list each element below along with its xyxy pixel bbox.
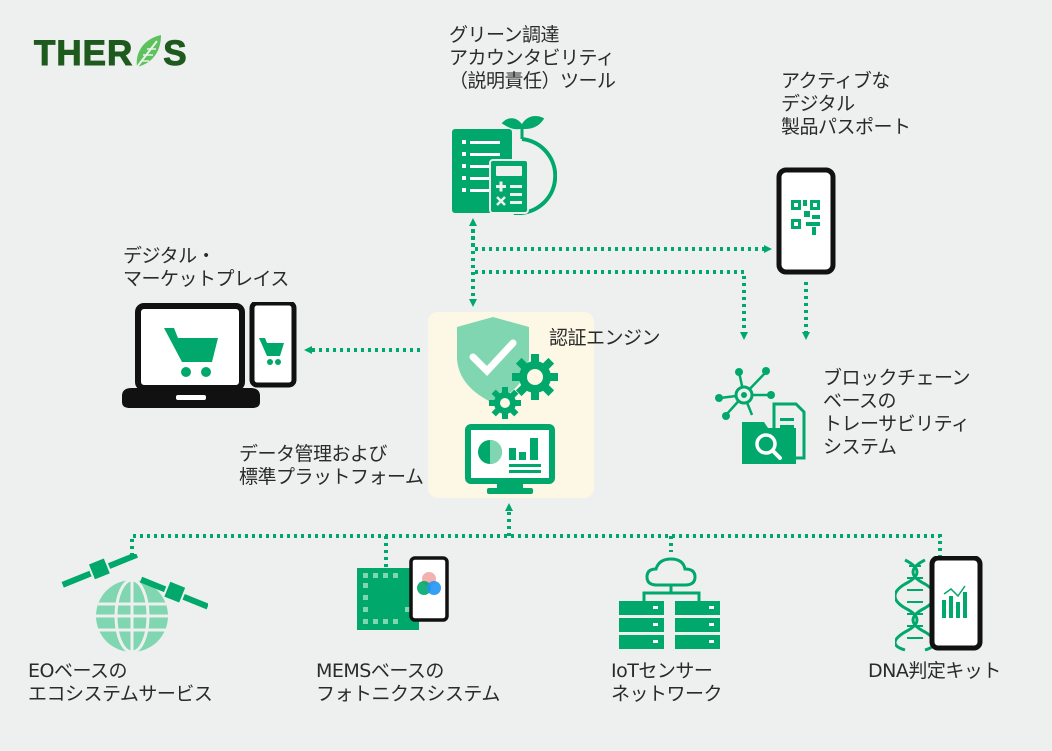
cloud-servers-icon (619, 557, 720, 649)
chip-phone-icon (357, 556, 449, 630)
marketplace-label: デジタル・ マーケットプレイス (123, 245, 289, 290)
connector-bottom-bus (130, 534, 942, 556)
data-platform-label: データ管理および 標準プラットフォーム (239, 443, 424, 488)
connector-to-blockchain (475, 270, 748, 340)
phone-qr-code-icon (776, 167, 836, 275)
dna-label: DNA判定キット (868, 660, 1001, 682)
monitor-dashboard-icon (465, 424, 555, 494)
auth-engine-label: 認証エンジン (549, 327, 661, 349)
leaf-icon (133, 33, 163, 68)
eo-label: EOベースの エコシステムサービス (28, 660, 213, 705)
green-procurement-label: グリーン調達 アカウンタビリティ （説明責任）ツール (449, 24, 616, 92)
logo-text-right: S (163, 34, 188, 74)
shield-check-gears-icon (457, 317, 558, 419)
mems-label: MEMSベースの フォトニクスシステム (316, 660, 500, 705)
theros-logo: THER S (33, 33, 188, 74)
digital-passport-label: アクティブな デジタル 製品パスポート (781, 70, 911, 138)
logo-text-left: THER (33, 34, 134, 74)
dna-phone-chart-icon (895, 556, 983, 652)
laptop-phone-cart-icon (122, 302, 297, 408)
globe-satellites-icon (61, 554, 208, 654)
network-folder-search-icon (715, 367, 806, 464)
blockchain-label: ブロックチェーン ベースの トレーサビリティ システム (823, 367, 971, 458)
calculator-document-sprout-icon (452, 115, 557, 215)
iot-label: IoTセンサー ネットワーク (611, 660, 723, 705)
